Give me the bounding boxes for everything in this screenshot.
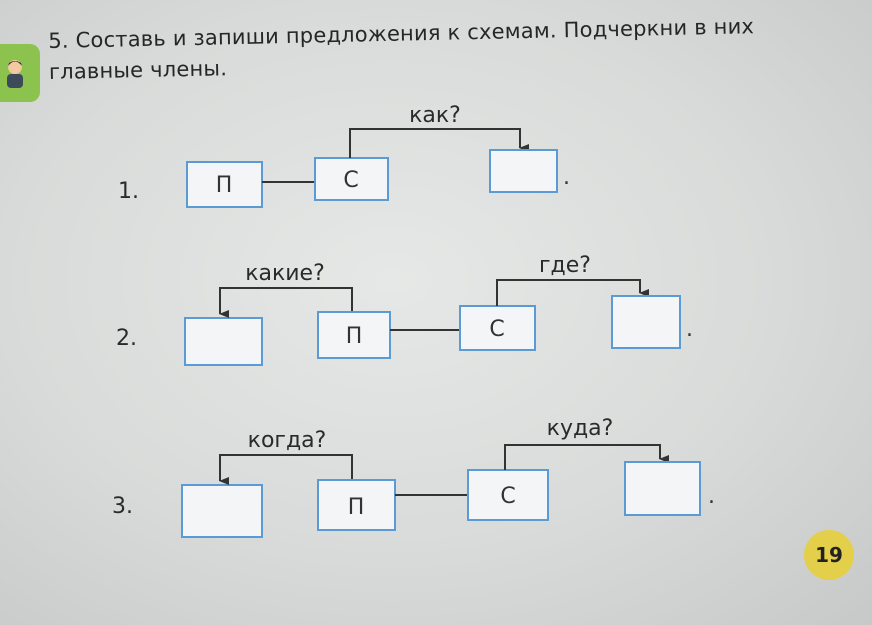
box-text: П <box>348 495 365 520</box>
box-empty <box>184 317 263 366</box>
scheme-1: 1. П С как? . <box>118 103 570 208</box>
question-label: как? <box>409 103 461 128</box>
box-subject <box>467 469 549 521</box>
scheme-2: 2. какие? П С где? . <box>116 253 693 366</box>
box-empty <box>489 149 558 193</box>
box-empty <box>611 295 681 349</box>
page-number-badge: 19 <box>804 530 854 580</box>
box-text: С <box>500 484 515 509</box>
box-predicate <box>186 161 263 208</box>
question-arrow <box>219 287 353 318</box>
box-text: С <box>489 317 504 342</box>
end-dot: . <box>686 317 693 342</box>
scheme-label: 2. <box>116 326 137 351</box>
box-text: П <box>346 324 363 349</box>
box-empty <box>181 484 263 538</box>
box-text: П <box>216 173 233 198</box>
scheme-3: 3. когда? П С куда? . <box>112 416 715 538</box>
question-arrow <box>496 279 649 306</box>
question-label: где? <box>539 253 591 278</box>
question-label: какие? <box>245 261 325 286</box>
box-subject <box>314 157 389 201</box>
student-icon <box>7 60 23 88</box>
question-arrow <box>219 454 353 485</box>
scheme-label: 3. <box>112 494 133 519</box>
box-predicate <box>317 311 391 359</box>
box-text: С <box>343 168 358 193</box>
box-empty <box>624 461 701 516</box>
box-subject <box>459 305 536 351</box>
task-marker-tab <box>0 44 40 102</box>
end-dot: . <box>708 484 715 509</box>
question-label: когда? <box>248 428 327 453</box>
scheme-label: 1. <box>118 179 139 204</box>
question-arrow <box>504 444 669 470</box>
box-predicate <box>317 479 396 531</box>
page-number: 19 <box>815 543 843 567</box>
question-arrow <box>349 128 529 158</box>
question-label: куда? <box>547 416 614 441</box>
end-dot: . <box>563 165 570 190</box>
